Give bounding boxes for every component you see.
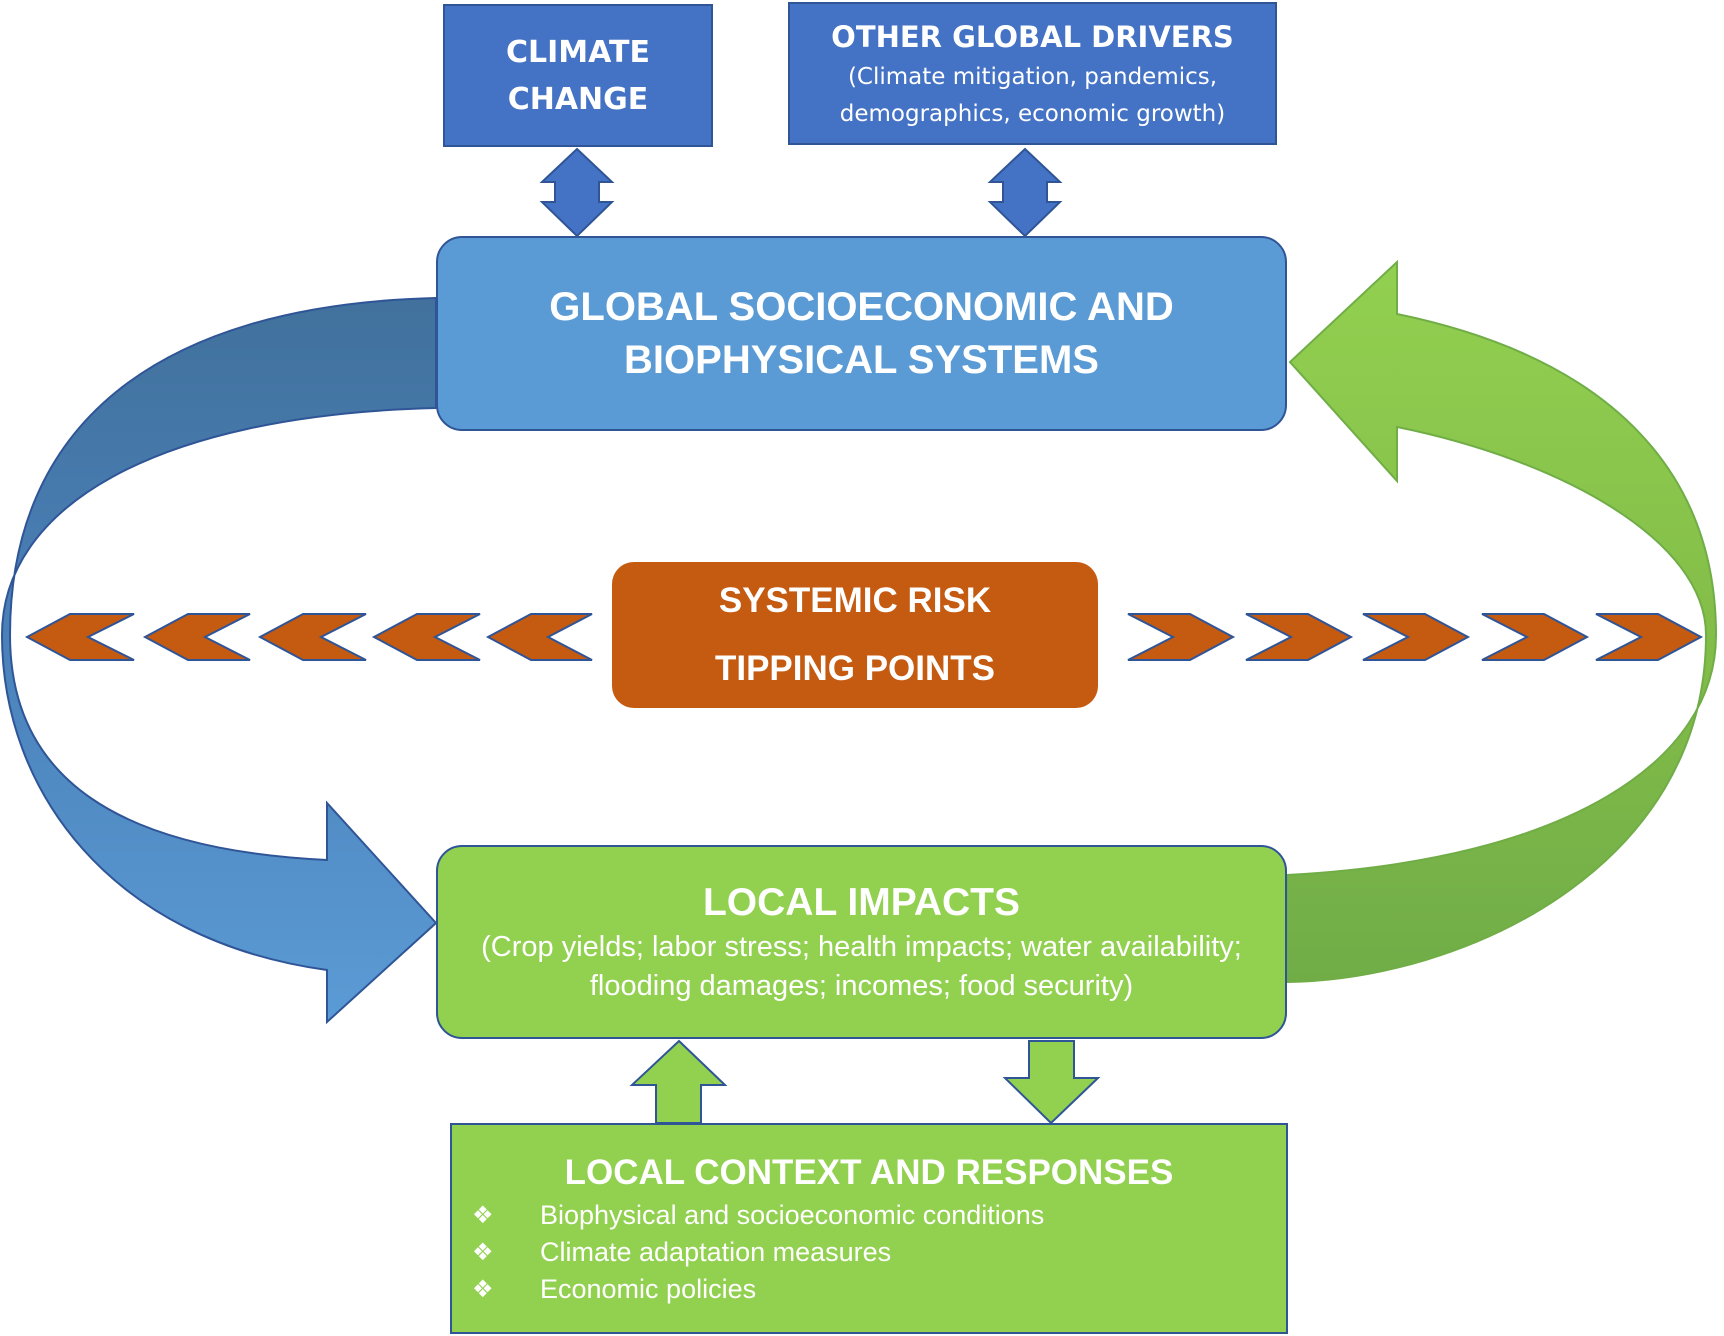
tipping-points-label: TIPPING POINTS <box>714 649 996 688</box>
list-item-label: Biophysical and socioeconomic conditions <box>540 1200 1045 1230</box>
systemic-risk-box: SYSTEMIC RISK TIPPING POINTS <box>612 562 1098 708</box>
global-systems-line-2: BIOPHYSICAL SYSTEMS <box>624 337 1099 382</box>
local-context-title: LOCAL CONTEXT AND RESPONSES <box>564 1153 1174 1192</box>
chevron-right-3 <box>1362 613 1471 661</box>
feedback-arrow-right <box>1286 259 1718 984</box>
chevron-right-2 <box>1245 613 1354 661</box>
list-item: ❖ Climate adaptation measures <box>452 1234 1286 1271</box>
chevron-left-2 <box>142 613 251 661</box>
list-item-label: Economic policies <box>540 1274 757 1304</box>
climate-change-line-2: CHANGE <box>507 81 649 117</box>
chevron-right-4 <box>1481 613 1590 661</box>
local-context-box: LOCAL CONTEXT AND RESPONSES ❖ Biophysica… <box>450 1123 1288 1334</box>
diamond-bullet-icon: ❖ <box>472 1275 494 1303</box>
local-impacts-detail-1: (Crop yields; labor stress; health impac… <box>481 931 1242 963</box>
other-global-drivers-detail-1: (Climate mitigation, pandemics, <box>847 63 1218 90</box>
chevron-left-1 <box>24 613 135 661</box>
list-item: ❖ Biophysical and socioeconomic conditio… <box>452 1197 1286 1234</box>
list-item-label: Climate adaptation measures <box>540 1237 892 1267</box>
climate-change-line-1: CLIMATE <box>506 34 650 70</box>
diamond-bullet-icon: ❖ <box>472 1201 494 1229</box>
local-context-list: ❖ Biophysical and socioeconomic conditio… <box>452 1197 1286 1308</box>
chevron-left-4 <box>371 613 481 661</box>
feedback-arrow-left <box>0 296 438 1025</box>
other-global-drivers-title: OTHER GLOBAL DRIVERS <box>831 19 1234 54</box>
global-systems-box: GLOBAL SOCIOECONOMIC AND BIOPHYSICAL SYS… <box>436 236 1287 431</box>
list-item: ❖ Economic policies <box>452 1271 1286 1308</box>
other-global-drivers-box: OTHER GLOBAL DRIVERS (Climate mitigation… <box>788 2 1277 145</box>
chevron-right-5 <box>1595 613 1704 661</box>
context-up-arrow <box>629 1039 728 1124</box>
chevron-right-1 <box>1127 613 1236 661</box>
local-impacts-detail-2: flooding damages; incomes; food security… <box>589 970 1134 1002</box>
local-impacts-title: LOCAL IMPACTS <box>702 881 1021 924</box>
chevron-left-3 <box>257 613 367 661</box>
climate-double-arrow <box>539 147 615 238</box>
context-down-arrow <box>1002 1040 1101 1125</box>
other-global-drivers-detail-2: demographics, economic growth) <box>839 100 1226 127</box>
global-systems-line-1: GLOBAL SOCIOECONOMIC AND <box>549 284 1174 329</box>
drivers-double-arrow <box>987 147 1063 238</box>
local-impacts-box: LOCAL IMPACTS (Crop yields; labor stress… <box>436 845 1287 1039</box>
chevron-left-5 <box>485 613 593 661</box>
systemic-risk-label: SYSTEMIC RISK <box>718 581 992 620</box>
diamond-bullet-icon: ❖ <box>472 1238 494 1266</box>
climate-change-box: CLIMATE CHANGE <box>443 4 713 147</box>
